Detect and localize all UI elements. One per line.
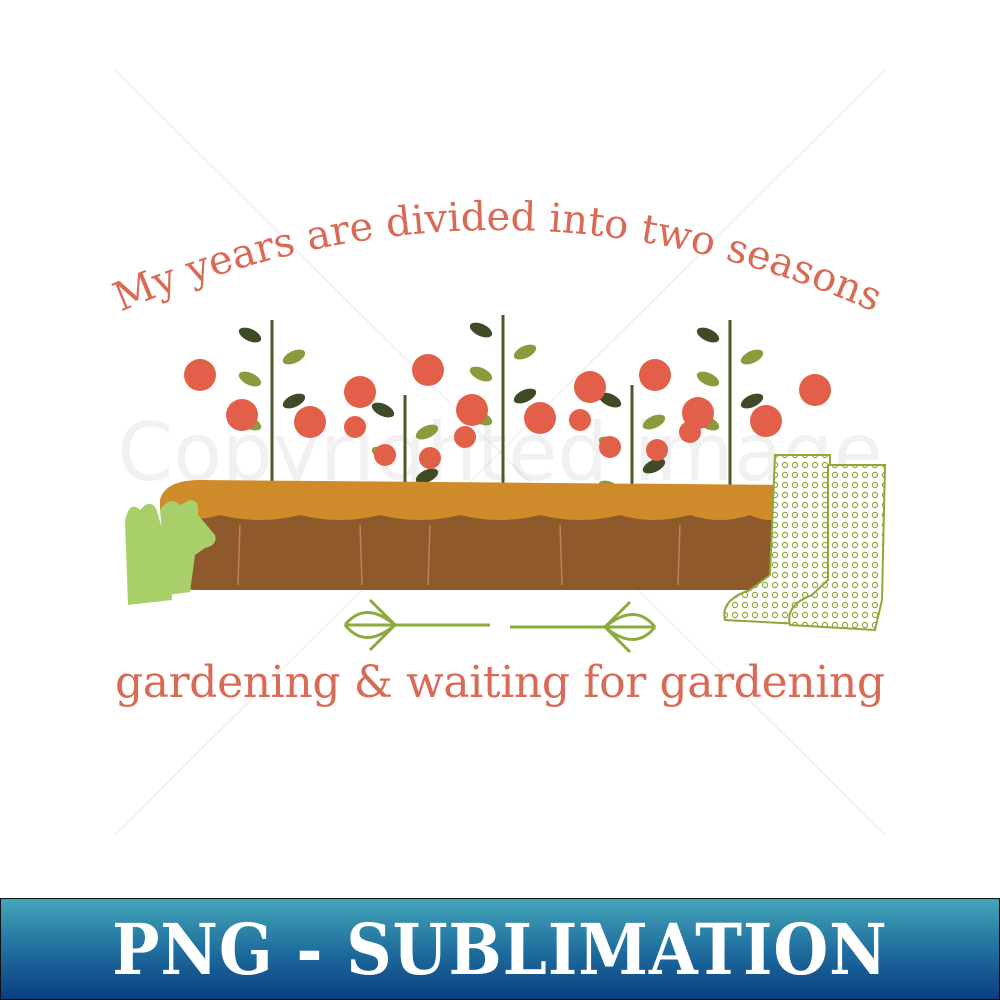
tomato-icon xyxy=(374,444,396,466)
leaf-icon xyxy=(696,327,720,343)
leaf-icon xyxy=(371,402,395,418)
tomato-icon xyxy=(639,359,671,391)
garden-illustration: Copyrighted image My years are divided i… xyxy=(107,69,889,836)
watermark-lines xyxy=(114,69,886,836)
tomato-icon xyxy=(646,439,668,461)
tomato-icon xyxy=(419,447,441,469)
tomato-icon xyxy=(344,376,376,408)
tomato-icon xyxy=(294,406,326,438)
tomato-icon xyxy=(679,421,701,443)
tomato-icon xyxy=(569,409,591,431)
leaf-icon xyxy=(238,327,262,343)
leaf-icon xyxy=(740,349,764,365)
tomato-icon xyxy=(226,399,258,431)
leaf-icon xyxy=(469,366,493,382)
tomato-icon xyxy=(344,416,366,438)
tomato-icon xyxy=(599,436,621,458)
leaf-icon xyxy=(282,349,306,365)
leaf-icon xyxy=(696,371,720,387)
banner: PNG - SUBLIMATION xyxy=(0,898,1000,1000)
tomato-icon xyxy=(184,359,216,391)
tomato-icon xyxy=(524,402,556,434)
leaf-icon xyxy=(415,468,439,484)
gardening-gloves-icon xyxy=(125,500,216,605)
tomato-icon xyxy=(750,405,782,437)
tomato-icon xyxy=(574,371,606,403)
arrow-right-icon xyxy=(510,600,657,654)
leaf-icon xyxy=(415,424,439,440)
leaf-icon xyxy=(513,344,537,360)
tomato-icon xyxy=(456,394,488,426)
top-text: My years are divided into two seasons xyxy=(107,194,889,321)
tomato-icon xyxy=(454,426,476,448)
rain-boots-icon xyxy=(723,454,887,632)
leaf-icon xyxy=(642,414,666,430)
arrow-left-icon xyxy=(343,598,490,652)
leaf-icon xyxy=(740,393,764,409)
leaf-icon xyxy=(238,371,262,387)
banner-label: PNG - SUBLIMATION xyxy=(112,907,888,991)
planter-box xyxy=(160,480,790,590)
leaf-icon xyxy=(282,393,306,409)
tomato-icon xyxy=(799,374,831,406)
leaf-icon xyxy=(642,458,666,474)
leaf-icon xyxy=(469,322,493,338)
leaf-icon xyxy=(598,392,622,408)
tomato-icon xyxy=(412,354,444,386)
leaf-icon xyxy=(513,388,537,404)
bottom-text: gardening & waiting for gardening xyxy=(115,657,885,708)
